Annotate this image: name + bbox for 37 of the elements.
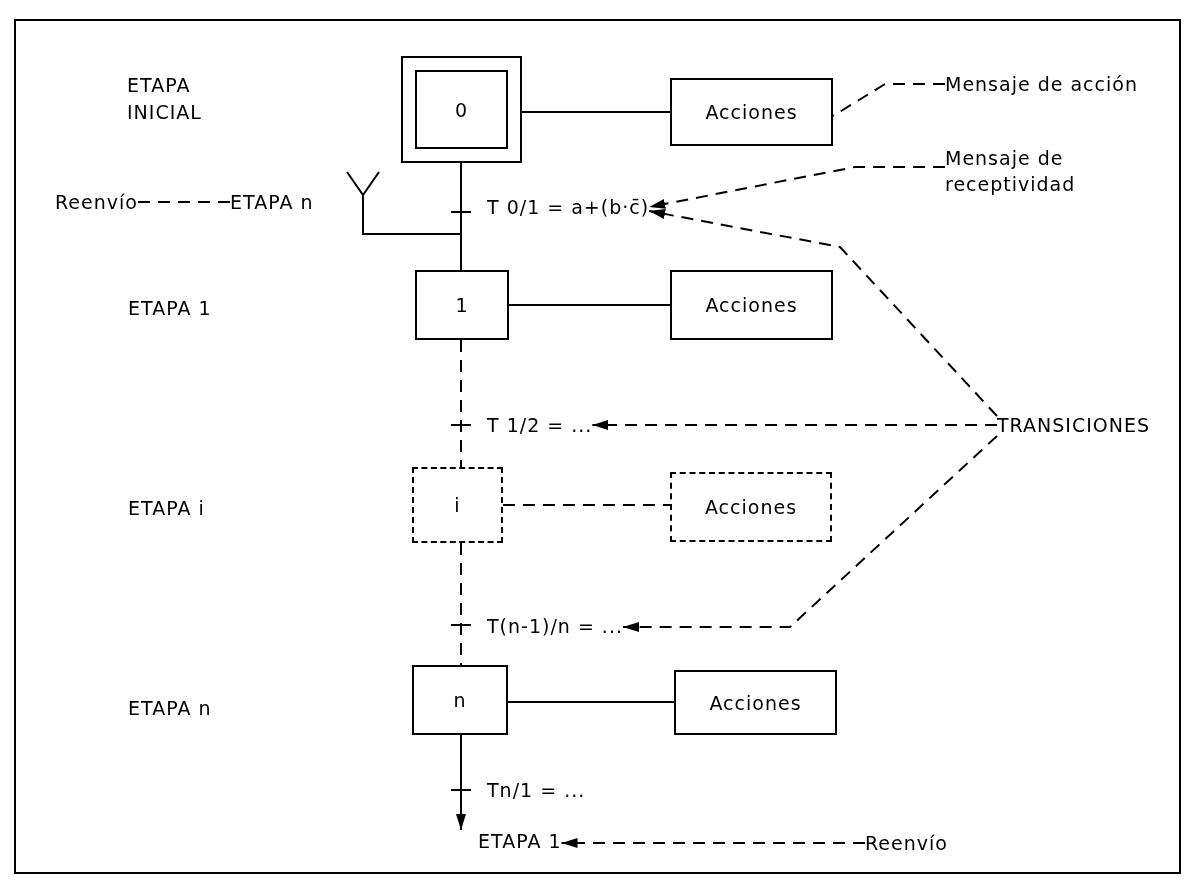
leader-arrow <box>622 435 998 632</box>
transition-condition: T 0/1 = a+(b·c̄) <box>487 196 650 218</box>
reference-text: ETAPA 1 <box>455 830 562 852</box>
dashed-connector <box>460 542 462 666</box>
connector <box>521 111 671 113</box>
leader-arrow <box>560 838 866 848</box>
step-label: ETAPA INICIAL <box>127 73 203 125</box>
annotation-text: Mensaje de receptividad <box>945 145 1115 197</box>
arrow <box>456 734 466 831</box>
action-box: Acciones <box>670 472 832 542</box>
step-label: ETAPA 1 <box>128 296 213 321</box>
annotation-text: Mensaje de acción <box>945 73 1138 95</box>
connector <box>508 304 671 306</box>
leader-arrow <box>591 420 998 430</box>
action-box: Acciones <box>670 78 833 146</box>
dashed-connector <box>460 339 462 468</box>
dashed-connector <box>502 504 671 506</box>
step-box: i <box>412 467 503 543</box>
transition-condition: Tn/1 = ... <box>487 779 586 801</box>
transition-condition: T 1/2 = ... <box>487 414 593 436</box>
reference-text: ETAPA n <box>230 191 363 213</box>
action-box: Acciones <box>674 670 837 735</box>
initial-step-box: 0 <box>401 56 522 163</box>
annotation-text: TRANSICIONES <box>997 414 1150 436</box>
dashed-connector <box>136 201 231 203</box>
connector <box>507 701 675 703</box>
action-box: Acciones <box>670 270 833 340</box>
leader-arrow <box>648 166 946 209</box>
step-box: 1 <box>415 270 509 340</box>
step-label: ETAPA n <box>128 696 213 721</box>
leader-arrow <box>648 209 998 417</box>
step-box: n <box>412 665 508 735</box>
reference-text: Reenvío <box>55 191 138 213</box>
step-label: ETAPA i <box>128 496 206 521</box>
transition-condition: T(n-1)/n = ... <box>487 615 623 637</box>
connector <box>460 162 462 271</box>
reference-text: Reenvío <box>865 832 948 854</box>
